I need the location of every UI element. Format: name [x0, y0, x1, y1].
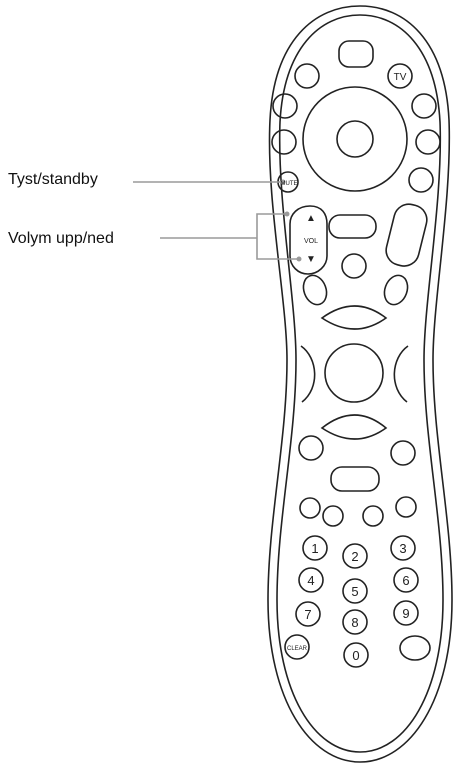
- thumbs-down-button[interactable]: [322, 415, 386, 439]
- remote-inner-outline: [277, 15, 443, 752]
- right-button-2[interactable]: [416, 130, 440, 154]
- small-button-1[interactable]: [300, 498, 320, 518]
- key-1-label: 1: [311, 541, 318, 556]
- small-button-2[interactable]: [323, 506, 343, 526]
- key-5-label: 5: [351, 584, 358, 599]
- vol-down-arrow: ▼: [306, 254, 316, 265]
- key-4-label: 4: [307, 573, 314, 588]
- key-7-label: 7: [304, 607, 311, 622]
- vol-label: VOL: [304, 238, 318, 245]
- right-button-1[interactable]: [412, 94, 436, 118]
- left-button-2[interactable]: [272, 130, 296, 154]
- key-8-label: 8: [351, 615, 358, 630]
- top-left-button[interactable]: [295, 64, 319, 88]
- key-6-label: 6: [402, 573, 409, 588]
- volume-callout-label: Volym upp/ned: [8, 230, 114, 248]
- play-button[interactable]: [325, 344, 383, 402]
- rewind-button[interactable]: [299, 436, 323, 460]
- left-oval-button[interactable]: [300, 272, 331, 308]
- clear-label: CLEAR: [287, 646, 308, 652]
- right-oval-button[interactable]: [381, 272, 412, 308]
- enter-button[interactable]: [400, 636, 430, 660]
- record-button[interactable]: [331, 467, 379, 491]
- key-9-label: 9: [402, 606, 409, 621]
- right-button-3[interactable]: [409, 168, 433, 192]
- left-button-1[interactable]: [273, 94, 297, 118]
- live-tv-button[interactable]: [383, 201, 430, 269]
- middle-small-button[interactable]: [342, 254, 366, 278]
- power-button[interactable]: [339, 41, 373, 67]
- thumbs-up-button[interactable]: [322, 306, 386, 329]
- vol-up-arrow: ▲: [306, 213, 316, 224]
- left-wedge-button[interactable]: [301, 346, 315, 402]
- tv-label: TV: [394, 72, 407, 83]
- volume-down-callout-dot: [297, 257, 302, 262]
- small-button-3[interactable]: [363, 506, 383, 526]
- volume-up-callout-dot: [285, 212, 290, 217]
- mute-callout-label: Tyst/standby: [8, 171, 98, 189]
- guide-button[interactable]: [329, 215, 376, 238]
- key-2-label: 2: [351, 549, 358, 564]
- select-button[interactable]: [337, 121, 373, 157]
- small-button-4[interactable]: [396, 497, 416, 517]
- right-wedge-button[interactable]: [394, 346, 408, 402]
- dpad-ring[interactable]: [303, 87, 407, 191]
- mute-label: MUTE: [281, 181, 298, 187]
- key-3-label: 3: [399, 541, 406, 556]
- key-0-label: 0: [352, 648, 359, 663]
- forward-button[interactable]: [391, 441, 415, 465]
